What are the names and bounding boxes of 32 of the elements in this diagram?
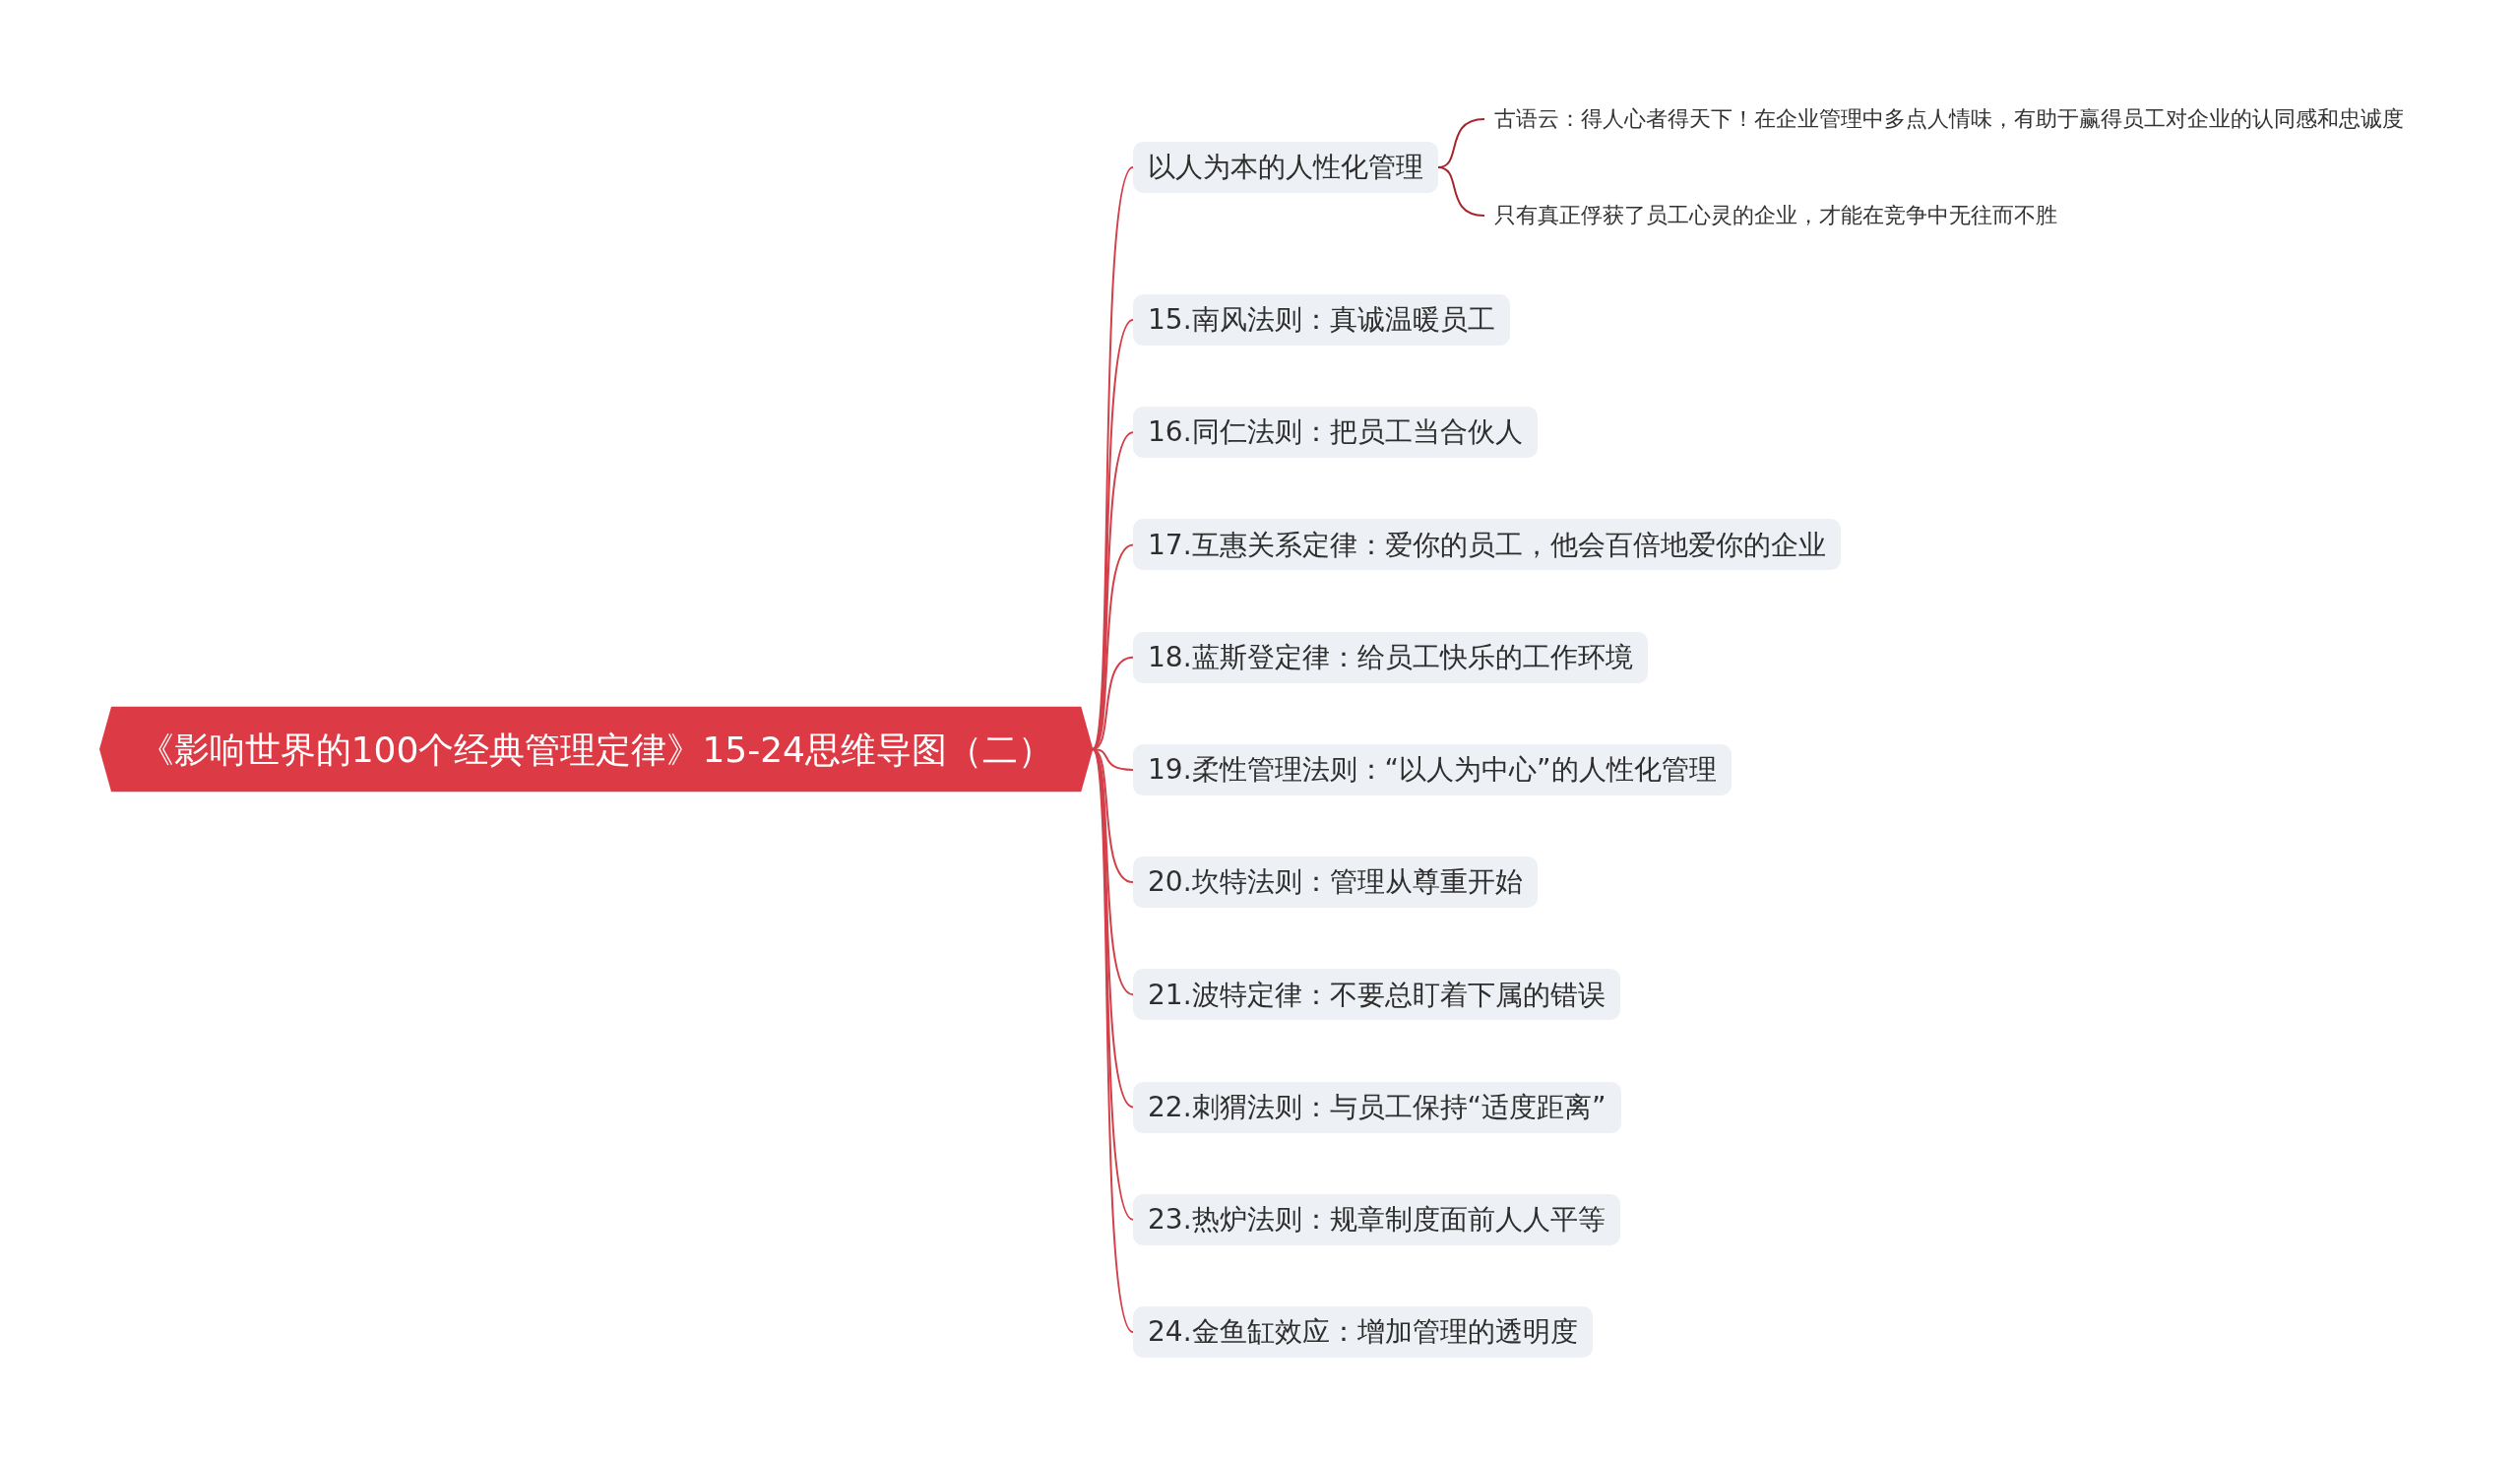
connector-line xyxy=(1092,748,1134,996)
connector-line xyxy=(1092,656,1134,750)
topic-text: 18.蓝斯登定律：给员工快乐的工作环境 xyxy=(1148,640,1633,674)
topic-box xyxy=(1133,519,1841,571)
topic-text: 20.坎特法则：管理从尊重开始 xyxy=(1148,865,1523,899)
connector-line xyxy=(1092,748,1134,1333)
topic-text: 19.柔性管理法则：“以人为中心”的人性化管理 xyxy=(1148,753,1717,787)
connector-line xyxy=(1437,166,1485,217)
topic-box xyxy=(1133,1305,1593,1358)
topic-text: 16.同仁法则：把员工当合伙人 xyxy=(1148,415,1523,449)
topic-text: 以人为本的人性化管理 xyxy=(1148,151,1423,184)
topic-box xyxy=(1133,1081,1621,1133)
connector-line xyxy=(1092,748,1134,1109)
topic-box xyxy=(1133,1193,1620,1245)
topic-text: 15.南风法则：真诚温暖员工 xyxy=(1148,303,1495,337)
topic-box xyxy=(1133,294,1510,346)
topic-text: 17.互惠关系定律：爱你的员工，他会百倍地爱你的企业 xyxy=(1148,528,1826,562)
topic-box xyxy=(1133,631,1648,683)
topic-text: 22.刺猬法则：与员工保持“适度距离” xyxy=(1148,1090,1606,1124)
connector-line xyxy=(1092,431,1134,750)
topic-box xyxy=(1133,743,1732,795)
note-text: 古语云：得人心者得天下！在企业管理中多点人情味，有助于赢得员工对企业的认同感和忠诚度 xyxy=(1484,105,2404,133)
topic-box xyxy=(1133,857,1538,909)
topic-box xyxy=(1133,142,1438,193)
central-topic xyxy=(98,706,1093,793)
topic-text: 24.金鱼缸效应：增加管理的透明度 xyxy=(1148,1315,1578,1349)
topic-box xyxy=(1133,407,1538,459)
topic-title: 《影响世界的100个经典管理定律》15-24思维导图（二） xyxy=(138,728,1053,771)
topic-box xyxy=(1133,969,1620,1021)
note-text: 只有真正俘获了员工心灵的企业，才能在竞争中无往而不胜 xyxy=(1484,202,2057,229)
topic-text: 23.热炉法则：规章制度面前人人平等 xyxy=(1148,1202,1606,1237)
topic-text: 21.波特定律：不要总盯着下属的错误 xyxy=(1148,978,1606,1012)
